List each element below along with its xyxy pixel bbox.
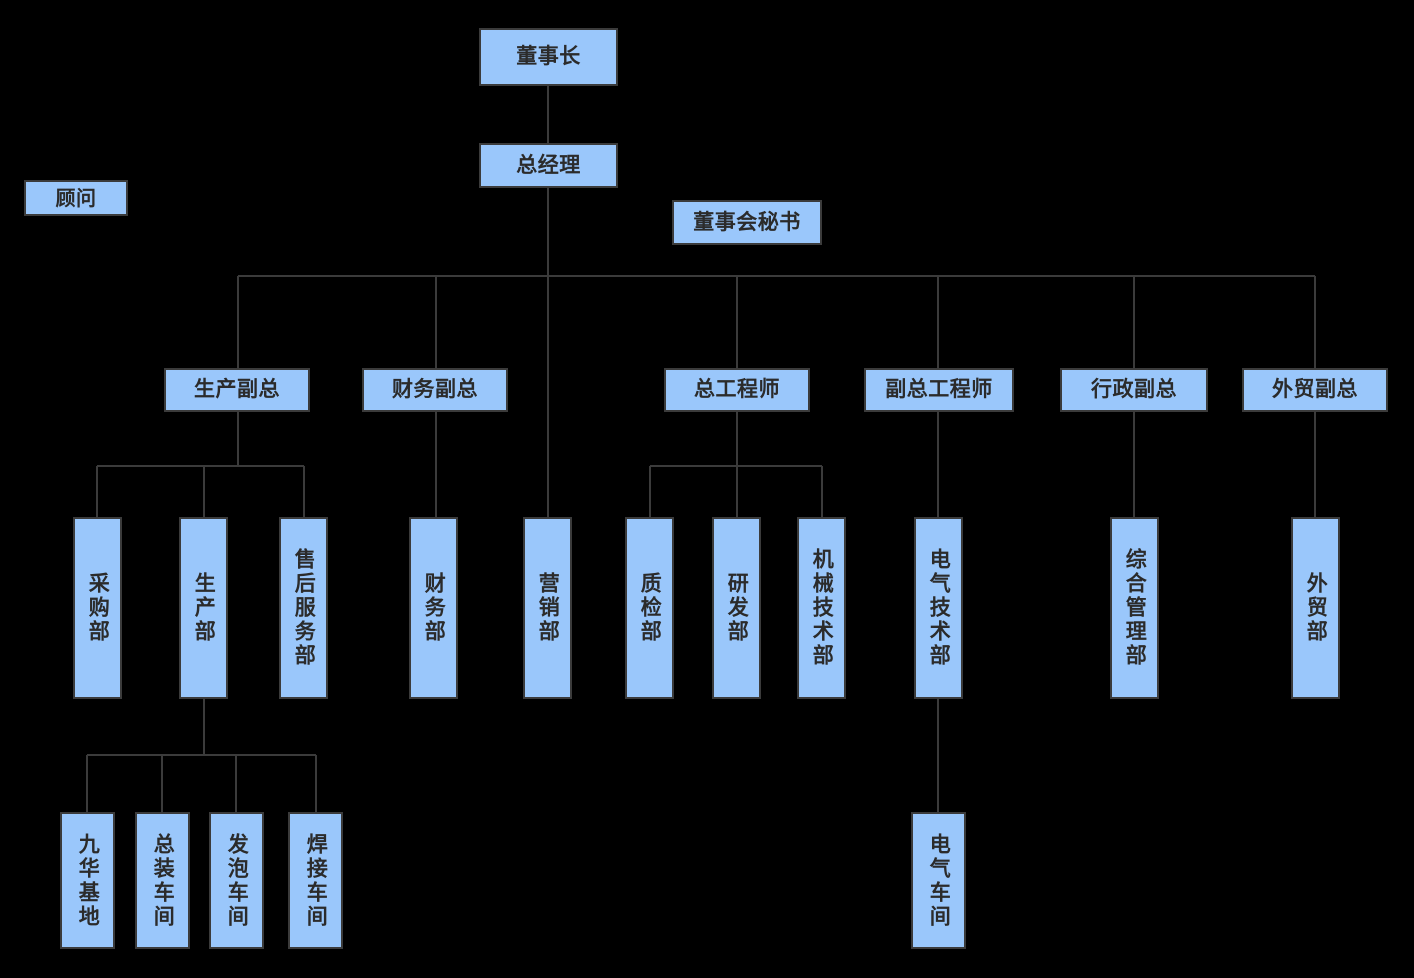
org-node-chief-eng[interactable]: 总工程师 bbox=[664, 368, 810, 412]
org-node-label-production: 生产部 bbox=[192, 572, 217, 644]
org-node-vp-fin[interactable]: 财务副总 bbox=[362, 368, 508, 412]
org-node-label-elec-shop: 电气车间 bbox=[927, 832, 952, 929]
org-node-jiuhua[interactable]: 九华基地 bbox=[60, 812, 115, 949]
org-node-label-assembly: 总装车间 bbox=[151, 832, 176, 929]
org-node-label-jiuhua: 九华基地 bbox=[76, 832, 101, 929]
org-node-label-rnd: 研发部 bbox=[725, 572, 750, 644]
org-node-rnd[interactable]: 研发部 bbox=[712, 517, 761, 699]
org-node-aftersales[interactable]: 售后服务部 bbox=[279, 517, 328, 699]
org-node-welding[interactable]: 焊接车间 bbox=[288, 812, 343, 949]
org-node-label-marketing: 营销部 bbox=[536, 572, 561, 644]
org-node-label-foaming: 发泡车间 bbox=[225, 832, 250, 929]
org-node-bod-sec[interactable]: 董事会秘书 bbox=[672, 200, 822, 245]
org-node-label-trade-dept: 外贸部 bbox=[1304, 572, 1329, 644]
org-node-vp-prod[interactable]: 生产副总 bbox=[164, 368, 310, 412]
org-node-dep-chief[interactable]: 副总工程师 bbox=[864, 368, 1014, 412]
org-node-label-qc: 质检部 bbox=[638, 572, 663, 644]
org-node-mech-tech[interactable]: 机械技术部 bbox=[797, 517, 846, 699]
org-node-label-welding: 焊接车间 bbox=[304, 832, 329, 929]
org-node-foaming[interactable]: 发泡车间 bbox=[209, 812, 264, 949]
org-node-label-admin-dept: 综合管理部 bbox=[1123, 548, 1148, 668]
org-node-label-purchasing: 采购部 bbox=[86, 572, 111, 644]
org-node-label-mech-tech: 机械技术部 bbox=[810, 548, 835, 668]
org-node-elec-shop[interactable]: 电气车间 bbox=[911, 812, 966, 949]
org-node-label-vp-fin: 财务副总 bbox=[392, 377, 478, 402]
org-node-label-dep-chief: 副总工程师 bbox=[885, 377, 993, 402]
org-node-label-vp-admin: 行政副总 bbox=[1091, 377, 1177, 402]
org-node-label-gm: 总经理 bbox=[516, 152, 581, 177]
org-node-label-advisor: 顾问 bbox=[55, 185, 97, 210]
org-node-label-finance: 财务部 bbox=[422, 572, 447, 644]
org-node-production[interactable]: 生产部 bbox=[179, 517, 228, 699]
org-node-vp-admin[interactable]: 行政副总 bbox=[1060, 368, 1208, 412]
org-node-label-chief-eng: 总工程师 bbox=[694, 377, 780, 402]
org-node-label-aftersales: 售后服务部 bbox=[292, 548, 317, 668]
org-node-advisor[interactable]: 顾问 bbox=[24, 180, 128, 216]
org-node-vp-trade[interactable]: 外贸副总 bbox=[1242, 368, 1388, 412]
org-node-label-bod-sec: 董事会秘书 bbox=[693, 209, 801, 234]
org-node-purchasing[interactable]: 采购部 bbox=[73, 517, 122, 699]
org-node-gm[interactable]: 总经理 bbox=[479, 143, 618, 188]
org-node-label-vp-prod: 生产副总 bbox=[194, 377, 280, 402]
org-node-label-vp-trade: 外贸副总 bbox=[1272, 377, 1358, 402]
org-node-elec-tech[interactable]: 电气技术部 bbox=[914, 517, 963, 699]
org-node-assembly[interactable]: 总装车间 bbox=[135, 812, 190, 949]
org-node-label-chairman: 董事长 bbox=[516, 44, 581, 69]
org-node-trade-dept[interactable]: 外贸部 bbox=[1291, 517, 1340, 699]
org-node-admin-dept[interactable]: 综合管理部 bbox=[1110, 517, 1159, 699]
org-node-label-elec-tech: 电气技术部 bbox=[927, 548, 952, 668]
org-node-qc[interactable]: 质检部 bbox=[625, 517, 674, 699]
org-node-marketing[interactable]: 营销部 bbox=[523, 517, 572, 699]
org-node-chairman[interactable]: 董事长 bbox=[479, 28, 618, 86]
org-node-finance[interactable]: 财务部 bbox=[409, 517, 458, 699]
